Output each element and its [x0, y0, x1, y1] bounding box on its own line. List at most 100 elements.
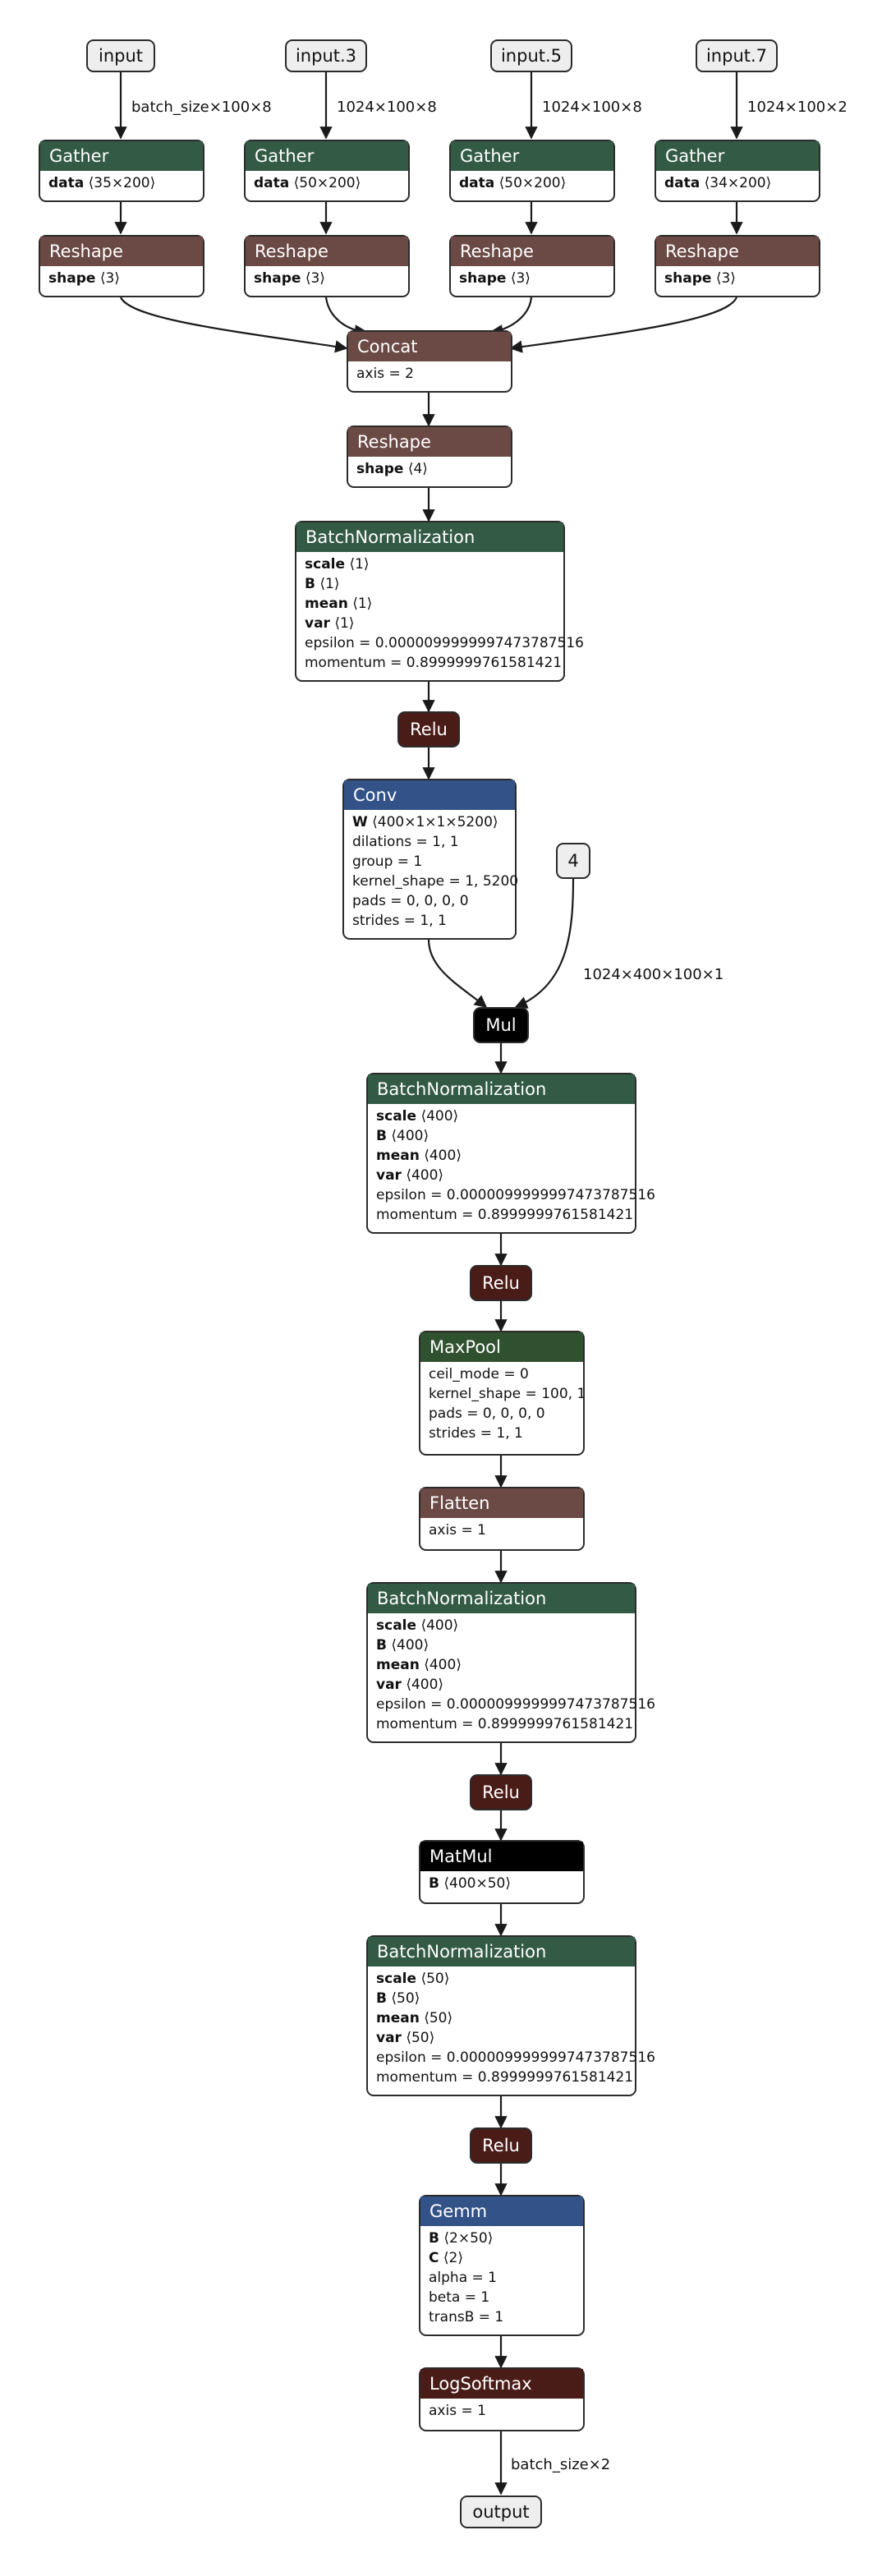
edge-reshape-concat-3 [489, 297, 533, 338]
batchnorm-node-1[interactable]: BatchNormalization scale ⟨1⟩ B ⟨1⟩ mean … [295, 521, 584, 682]
conv-w-key: W [352, 814, 368, 830]
input-node-3[interactable]: input.5 [490, 39, 572, 72]
edge-reshape-concat-2 [324, 297, 368, 338]
relu-node-1-label: Relu [410, 720, 448, 739]
reshape-node-5[interactable]: Reshape shape ⟨4⟩ [347, 426, 512, 488]
input-node-2-label: input.3 [295, 46, 357, 66]
gemm-node[interactable]: Gemm B ⟨2×50⟩ C ⟨2⟩ alpha = 1 beta = 1 t… [419, 2195, 585, 2336]
batchnorm-4-title: BatchNormalization [368, 1937, 635, 1966]
maxpool-node[interactable]: MaxPool ceil_mode = 0 kernel_shape = 100… [419, 1331, 586, 1456]
conv-node[interactable]: Conv W ⟨400×1×1×5200⟩ dilations = 1, 1 g… [342, 779, 519, 940]
batchnorm-2-b: ⟨400⟩ [391, 1128, 430, 1144]
batchnorm-2-mean-key: mean [376, 1148, 420, 1164]
batchnorm-3-b: ⟨400⟩ [391, 1637, 430, 1654]
conv-kernel-shape: kernel_shape = 1, 5200 [352, 873, 519, 890]
gather-node-3[interactable]: Gather data ⟨50×200⟩ [449, 140, 615, 202]
batchnorm-3-mean-key: mean [376, 1657, 420, 1673]
gather-4-value: ⟨34×200⟩ [704, 175, 772, 191]
batchnorm-2-title: BatchNormalization [368, 1074, 635, 1104]
matmul-node[interactable]: MatMul B ⟨400×50⟩ [419, 1840, 585, 1904]
maxpool-node-title: MaxPool [420, 1332, 583, 1362]
gemm-alpha: alpha = 1 [429, 2270, 497, 2286]
batchnorm-4-mean: ⟨50⟩ [424, 2010, 453, 2026]
reshape-node-3-title: Reshape [451, 237, 613, 266]
constant-node-4[interactable]: 4 [556, 843, 590, 879]
input-node-1[interactable]: input [86, 39, 155, 72]
matmul-b-key: B [429, 1875, 439, 1892]
gather-node-2[interactable]: Gather data ⟨50×200⟩ [244, 140, 410, 202]
reshape-node-4[interactable]: Reshape shape ⟨3⟩ [655, 235, 820, 297]
reshape-3-attr: shape [459, 270, 507, 287]
flatten-node[interactable]: Flatten axis = 1 [419, 1487, 585, 1551]
input-node-4[interactable]: input.7 [696, 39, 778, 72]
gather-node-4-title: Gather [656, 141, 819, 171]
batchnorm-1-mean-key: mean [305, 596, 348, 612]
gather-2-value: ⟨50×200⟩ [293, 175, 361, 191]
gather-2-attr: data [254, 175, 290, 191]
batchnorm-2-var-key: var [376, 1167, 402, 1184]
reshape-node-1[interactable]: Reshape shape ⟨3⟩ [39, 235, 204, 297]
gather-node-4[interactable]: Gather data ⟨34×200⟩ [655, 140, 820, 202]
maxpool-strides: strides = 1, 1 [429, 1425, 523, 1442]
batchnorm-3-var-key: var [376, 1677, 402, 1693]
output-node[interactable]: output [460, 2496, 542, 2528]
gather-node-3-title: Gather [451, 141, 613, 171]
logsoftmax-node[interactable]: LogSoftmax axis = 1 [419, 2367, 585, 2431]
batchnorm-node-3[interactable]: BatchNormalization scale ⟨400⟩ B ⟨400⟩ m… [366, 1582, 655, 1743]
relu-node-4[interactable]: Relu [470, 2128, 532, 2164]
batchnorm-4-b: ⟨50⟩ [391, 1990, 420, 2007]
input-node-2[interactable]: input.3 [285, 39, 367, 72]
batchnorm-2-momentum: momentum = 0.8999999761581421 [376, 1207, 634, 1223]
batchnorm-3-scale: ⟨400⟩ [420, 1617, 459, 1634]
reshape-2-attr: shape [254, 270, 301, 287]
batchnorm-1-title: BatchNormalization [296, 522, 563, 552]
input-2-shape-label: 1024×100×8 [337, 99, 437, 116]
input-4-shape-label: 1024×100×2 [747, 99, 848, 116]
batchnorm-3-epsilon: epsilon = 0.0000099999997473787516 [376, 1696, 655, 1713]
reshape-3-value: ⟨3⟩ [510, 270, 531, 287]
reshape-2-value: ⟨3⟩ [305, 270, 325, 287]
gemm-node-title: Gemm [420, 2196, 583, 2226]
logsoftmax-axis: axis = 1 [429, 2403, 486, 2419]
conv-w: ⟨400×1×1×5200⟩ [372, 814, 498, 830]
batchnorm-1-momentum: momentum = 0.8999999761581421 [305, 655, 563, 671]
reshape-4-value: ⟨3⟩ [715, 270, 736, 287]
relu-node-1[interactable]: Relu [397, 711, 460, 748]
conv-group: group = 1 [352, 853, 423, 870]
reshape-4-attr: shape [664, 270, 712, 287]
reshape-node-3[interactable]: Reshape shape ⟨3⟩ [449, 235, 615, 297]
mul-node-label: Mul [485, 1015, 517, 1035]
reshape-node-2[interactable]: Reshape shape ⟨3⟩ [244, 235, 410, 297]
input-node-3-label: input.5 [500, 46, 563, 66]
reshape-node-5-title: Reshape [348, 427, 511, 457]
mul-node[interactable]: Mul [473, 1007, 529, 1043]
batchnorm-1-var: ⟨1⟩ [334, 615, 355, 632]
output-shape-label: batch_size×2 [511, 2456, 611, 2473]
batchnorm-3-momentum: momentum = 0.8999999761581421 [376, 1716, 634, 1732]
edge-reshape-concat-1 [120, 297, 348, 353]
conv-pads: pads = 0, 0, 0, 0 [352, 893, 469, 909]
relu-node-2[interactable]: Relu [470, 1265, 532, 1301]
batchnorm-4-scale: ⟨50⟩ [420, 1971, 450, 1987]
reshape-1-value: ⟨3⟩ [99, 270, 120, 287]
input-node-4-label: input.7 [705, 46, 768, 66]
maxpool-ceil-mode: ceil_mode = 0 [429, 1366, 529, 1382]
gemm-c: ⟨2⟩ [443, 2250, 463, 2266]
input-3-shape-label: 1024×100×8 [542, 99, 642, 116]
batchnorm-4-var-key: var [376, 2030, 402, 2046]
batchnorm-2-scale-key: scale [376, 1108, 417, 1125]
batchnorm-1-scale: ⟨1⟩ [349, 556, 370, 573]
gather-node-1[interactable]: Gather data ⟨35×200⟩ [39, 140, 204, 202]
batchnorm-node-2[interactable]: BatchNormalization scale ⟨400⟩ B ⟨400⟩ m… [366, 1073, 655, 1234]
conv-dilations: dilations = 1, 1 [352, 834, 459, 850]
concat-node[interactable]: Concat axis = 2 [347, 330, 512, 393]
batchnorm-4-momentum: momentum = 0.8999999761581421 [376, 2069, 634, 2086]
batchnorm-node-4[interactable]: BatchNormalization scale ⟨50⟩ B ⟨50⟩ mea… [366, 1935, 655, 2096]
batchnorm-2-mean: ⟨400⟩ [424, 1148, 462, 1164]
relu-node-4-label: Relu [482, 2136, 520, 2155]
gather-node-2-title: Gather [246, 141, 408, 171]
gemm-c-key: C [429, 2250, 439, 2266]
relu-node-3[interactable]: Relu [470, 1774, 532, 1810]
concat-axis: axis = 2 [356, 366, 414, 382]
